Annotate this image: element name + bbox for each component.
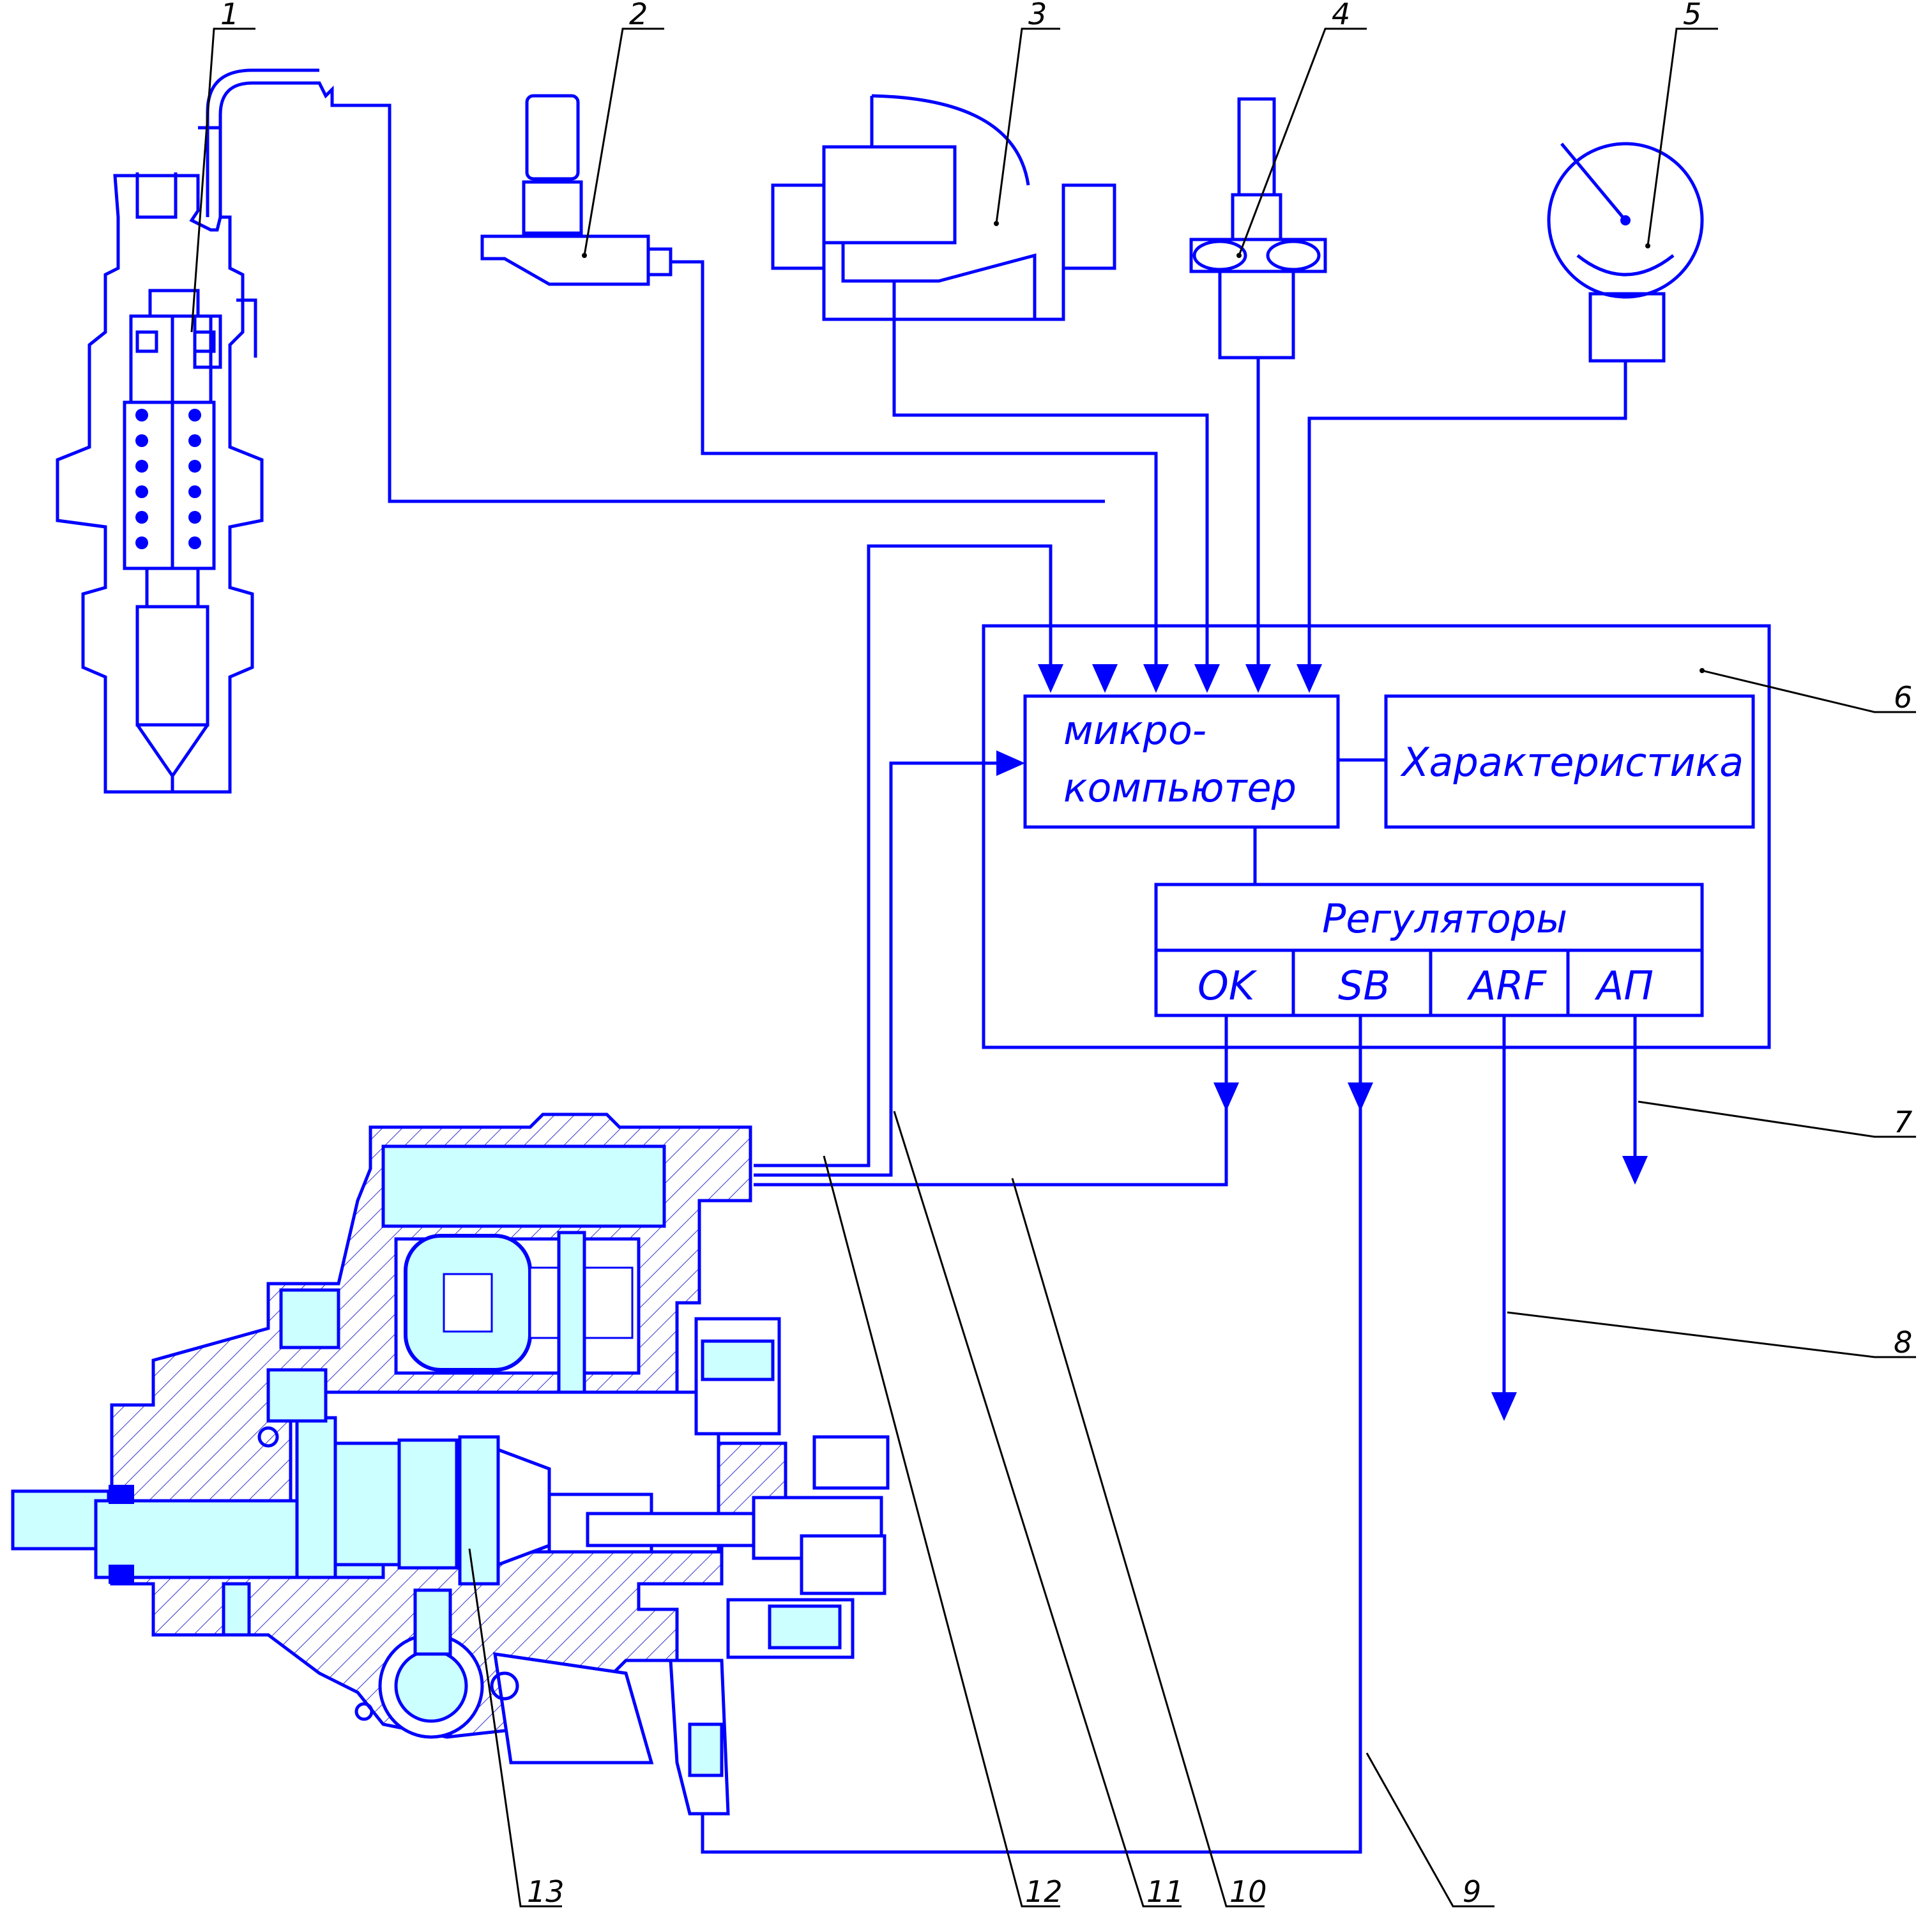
regulators-title: Регуляторы: [1322, 895, 1567, 942]
regulator-cell-ap: АП: [1594, 962, 1654, 1009]
sensor-3-drawing: [771, 94, 1209, 664]
callout-13: 13: [527, 1874, 565, 1909]
characteristic-label: Характеристика: [1400, 739, 1744, 786]
sensor-4-drawing: [1189, 97, 1327, 664]
signal-arrowheads: [996, 664, 1648, 1421]
callout-12: 12: [1025, 1874, 1063, 1909]
regulator-cell-ok: OK: [1198, 962, 1258, 1009]
injector-spring: [135, 409, 201, 549]
leader-endpoints: [582, 221, 1705, 673]
microcomputer-line1: микро-: [1063, 707, 1206, 754]
callout-7: 7: [1894, 1105, 1912, 1139]
callout-11: 11: [1146, 1874, 1184, 1909]
callout-4: 4: [1332, 0, 1350, 31]
regulator-cell-arf: ARF: [1466, 962, 1547, 1009]
callout-3: 3: [1028, 0, 1047, 31]
callout-1: 1: [220, 0, 239, 31]
injector-drawing: [56, 68, 1105, 794]
callout-10: 10: [1229, 1874, 1267, 1909]
sensor-5-drawing: [1307, 142, 1704, 664]
ecu-block: [701, 544, 1771, 1854]
leader-lines: [190, 27, 1916, 1908]
sensor-5-pivot: [1620, 215, 1631, 225]
sensor-2-drawing: [480, 94, 1158, 664]
callout-9: 9: [1463, 1874, 1481, 1909]
pump-drawing: [11, 1112, 890, 1816]
microcomputer-line2: компьютер: [1063, 764, 1297, 811]
callout-8: 8: [1894, 1325, 1912, 1360]
callout-6: 6: [1894, 680, 1912, 715]
callout-2: 2: [629, 0, 648, 31]
regulator-cell-sb: SB: [1338, 962, 1390, 1009]
callout-5: 5: [1683, 0, 1701, 31]
